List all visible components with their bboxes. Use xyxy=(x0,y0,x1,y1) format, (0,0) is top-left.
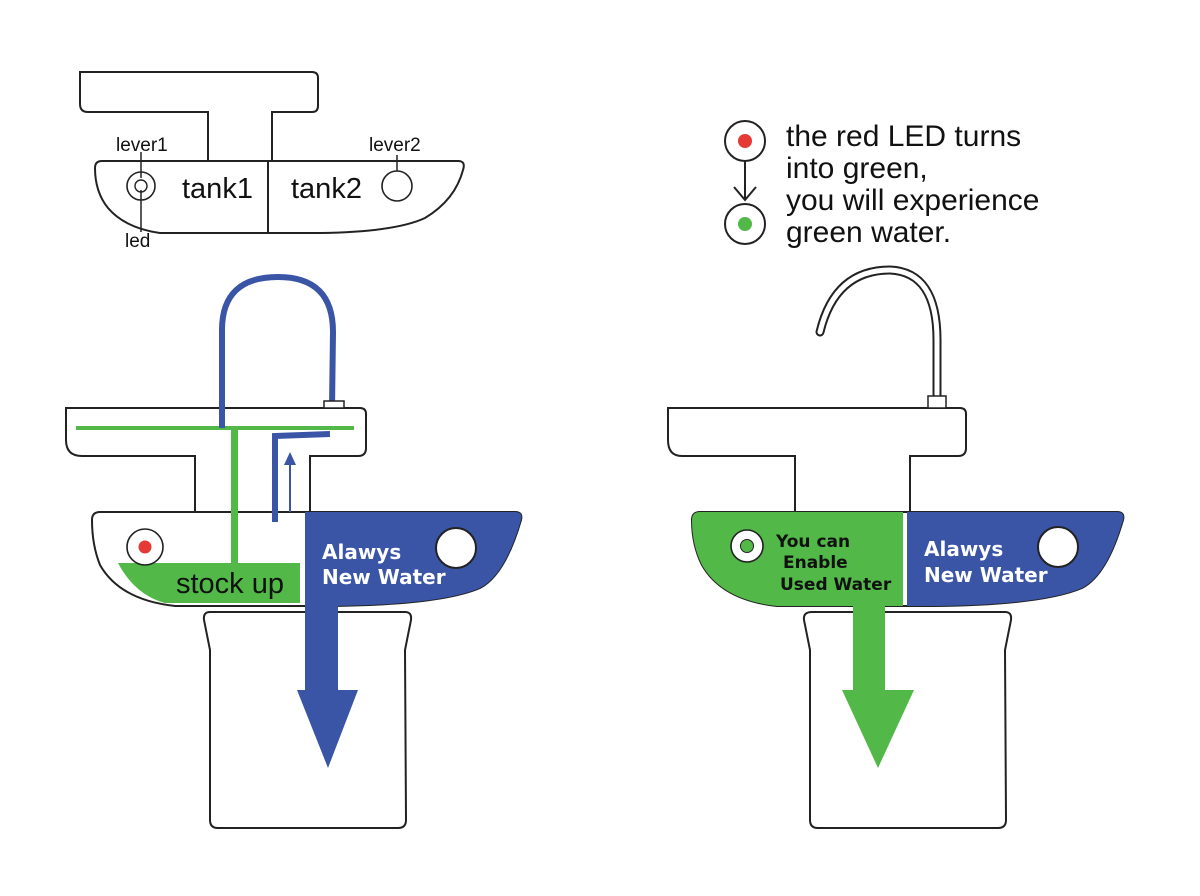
right-lever2-knob xyxy=(1037,526,1079,568)
tank2-label: tank2 xyxy=(291,173,362,205)
legend-line-3: you will experience xyxy=(786,184,1039,217)
legend-line-4: green water. xyxy=(786,216,951,249)
left-lever2-knob xyxy=(435,527,477,569)
used-water-line-1: You can xyxy=(775,532,850,552)
right-faucet-outline xyxy=(815,265,942,400)
led-label: led xyxy=(125,231,150,252)
right-top-plate xyxy=(667,407,967,513)
right-faucet xyxy=(817,267,940,398)
legend-line-1: the red LED turns xyxy=(786,120,1021,153)
stock-up-label: stock up xyxy=(176,568,284,600)
lever1-label: lever1 xyxy=(116,135,168,156)
right-green-led-icon xyxy=(740,539,754,553)
lever2-knob xyxy=(381,170,413,202)
lever2-label: lever2 xyxy=(369,135,421,156)
green-led-icon xyxy=(738,217,752,231)
left-water-bottle xyxy=(202,611,413,829)
top-view-diagram: lever1 lever2 tank1 tank2 led xyxy=(79,71,465,252)
left-new-water-line-2: New Water xyxy=(322,565,446,589)
right-used-water-tank xyxy=(692,512,903,606)
legend-arrow-down-icon xyxy=(733,186,757,202)
left-blue-pipe xyxy=(272,431,331,522)
left-faucet xyxy=(219,273,337,428)
left-new-water-line-1: Alawys xyxy=(322,540,401,564)
used-water-line-2: Enable xyxy=(783,553,848,573)
used-water-line-3: Used Water xyxy=(780,575,892,595)
left-stock-tank xyxy=(118,563,300,603)
tank1-label: tank1 xyxy=(182,173,253,205)
right-water-bottle xyxy=(802,611,1013,829)
legend-line-2: into green, xyxy=(786,152,928,185)
up-arrow-icon xyxy=(284,452,296,465)
left-top-plate xyxy=(65,407,367,513)
led-legend: the red LED turns into green, you will e… xyxy=(724,120,1039,249)
right-dispenser: You can Enable Used Water Alawys New Wat… xyxy=(667,265,1125,829)
right-new-water-line-1: Alawys xyxy=(924,537,1003,561)
left-red-led-icon xyxy=(138,540,152,554)
left-green-pipe xyxy=(231,428,238,564)
left-dispenser: stock up Alawys New Water xyxy=(65,273,523,829)
left-faucet-base xyxy=(323,400,345,409)
left-flow-down-arrow-icon xyxy=(297,525,358,768)
top-view-upper-plate xyxy=(79,71,319,163)
right-faucet-base xyxy=(927,395,947,409)
top-view-basin xyxy=(93,160,465,234)
right-new-water-line-2: New Water xyxy=(924,563,1048,587)
right-flow-down-arrow-icon xyxy=(842,600,914,768)
red-led-icon xyxy=(738,134,752,148)
